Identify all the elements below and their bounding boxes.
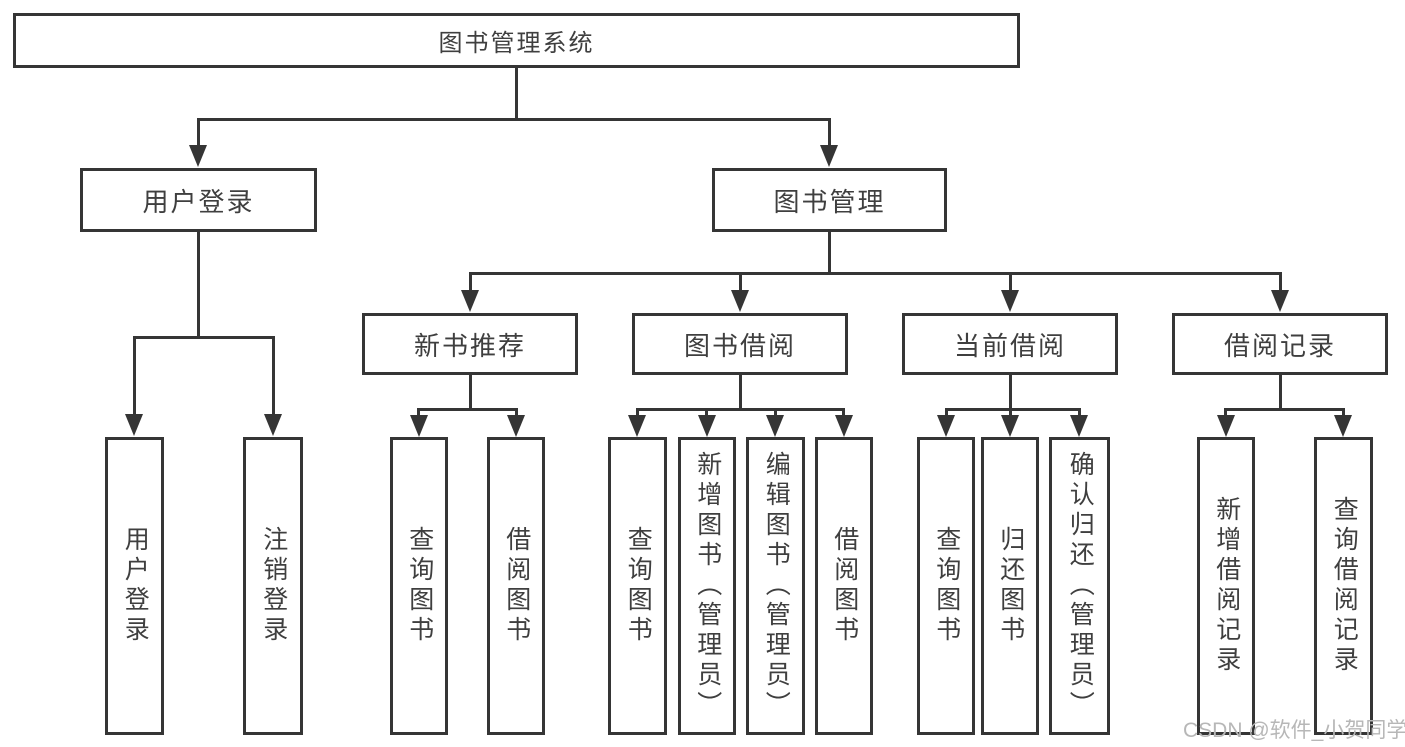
leaf-newbook-query: 查询图书 [390,437,448,735]
leaf-user-login-label: 用户登录 [121,526,150,646]
node-root: 图书管理系统 [13,13,1020,68]
connector-line [1009,408,1012,418]
arrow-down-icon [731,290,749,312]
arrow-down-icon [507,415,525,437]
node-root-label: 图书管理系统 [438,30,595,57]
arrow-down-icon [1070,415,1088,437]
connector-line [636,408,639,418]
connector-line [1009,272,1012,292]
leaf-record-add: 新增借阅记录 [1197,437,1255,735]
leaf-newbook-query-label: 查询图书 [405,526,434,646]
connector-line [1279,375,1282,411]
connector-line [197,118,200,148]
connector-line [197,232,200,339]
connector-line [739,272,742,292]
arrow-down-icon [937,415,955,437]
node-current-borrow-label: 当前借阅 [953,330,1066,361]
node-user-login: 用户登录 [80,168,317,232]
leaf-current-confirm-admin-label: 确认归还（管理员） [1066,451,1095,721]
connector-line [515,68,518,120]
leaf-borrow-edit-admin: 编辑图书（管理员） [746,437,805,735]
node-book-management-label: 图书管理 [773,186,886,217]
leaf-borrow-add-admin: 新增图书（管理员） [678,437,736,735]
arrow-down-icon [410,415,428,437]
arrow-down-icon [835,415,853,437]
leaf-current-query: 查询图书 [917,437,975,735]
connector-line [469,375,472,411]
node-book-borrow-label: 图书借阅 [683,330,796,361]
arrow-down-icon [1001,290,1019,312]
leaf-record-query-label: 查询借阅记录 [1330,496,1359,676]
connector-line [828,232,831,275]
connector-line [705,408,708,418]
arrow-down-icon [189,145,207,167]
connector-line [1224,408,1344,411]
arrow-down-icon [125,414,143,436]
connector-line [133,336,136,416]
connector-line [945,408,948,418]
leaf-newbook-borrow-label: 借阅图书 [502,526,531,646]
leaf-borrow-query: 查询图书 [608,437,667,735]
leaf-user-login: 用户登录 [105,437,164,735]
connector-line [828,118,831,148]
node-borrow-records-label: 借阅记录 [1223,330,1336,361]
arrow-down-icon [1334,415,1352,437]
connector-line [636,408,845,411]
arrow-down-icon [461,290,479,312]
connector-line [197,118,831,121]
connector-line [515,408,518,418]
leaf-borrow-book: 借阅图书 [815,437,873,735]
leaf-borrow-book-label: 借阅图书 [830,526,859,646]
connector-line [1224,408,1227,418]
arrow-down-icon [1217,415,1235,437]
connector-line [842,408,845,418]
arrow-down-icon [1271,290,1289,312]
connector-line [774,408,777,418]
arrow-down-icon [766,415,784,437]
node-user-login-label: 用户登录 [142,186,255,217]
connector-line [1009,375,1012,411]
connector-line [272,336,275,416]
connector-line [417,408,518,411]
node-borrow-records: 借阅记录 [1172,313,1388,375]
leaf-newbook-borrow: 借阅图书 [487,437,545,735]
connector-line [1078,408,1081,418]
connector-line [1342,408,1345,418]
connector-line [469,272,1282,275]
connector-line [1279,272,1282,292]
connector-line [739,375,742,411]
node-current-borrow: 当前借阅 [902,313,1118,375]
node-new-book-recommend-label: 新书推荐 [413,330,526,361]
leaf-current-return-label: 归还图书 [996,526,1025,646]
csdn-watermark: CSDN @软件_小贺同学 [1183,719,1405,742]
connector-line [469,272,472,292]
arrow-down-icon [1001,415,1019,437]
arrow-down-icon [264,414,282,436]
connector-line [133,336,275,339]
leaf-logout-label: 注销登录 [259,526,288,646]
leaf-borrow-edit-admin-label: 编辑图书（管理员） [762,451,791,721]
arrow-down-icon [820,145,838,167]
leaf-record-add-label: 新增借阅记录 [1212,496,1241,676]
leaf-current-return: 归还图书 [981,437,1039,735]
leaf-borrow-query-label: 查询图书 [624,526,653,646]
leaf-logout: 注销登录 [243,437,303,735]
leaf-borrow-add-admin-label: 新增图书（管理员） [693,451,722,721]
node-new-book-recommend: 新书推荐 [362,313,578,375]
connector-line [945,408,1081,411]
connector-line [417,408,420,418]
arrow-down-icon [698,415,716,437]
node-book-management: 图书管理 [712,168,947,232]
node-book-borrow: 图书借阅 [632,313,848,375]
leaf-current-query-label: 查询图书 [932,526,961,646]
leaf-record-query: 查询借阅记录 [1314,437,1373,735]
arrow-down-icon [628,415,646,437]
leaf-current-confirm-admin: 确认归还（管理员） [1049,437,1110,735]
